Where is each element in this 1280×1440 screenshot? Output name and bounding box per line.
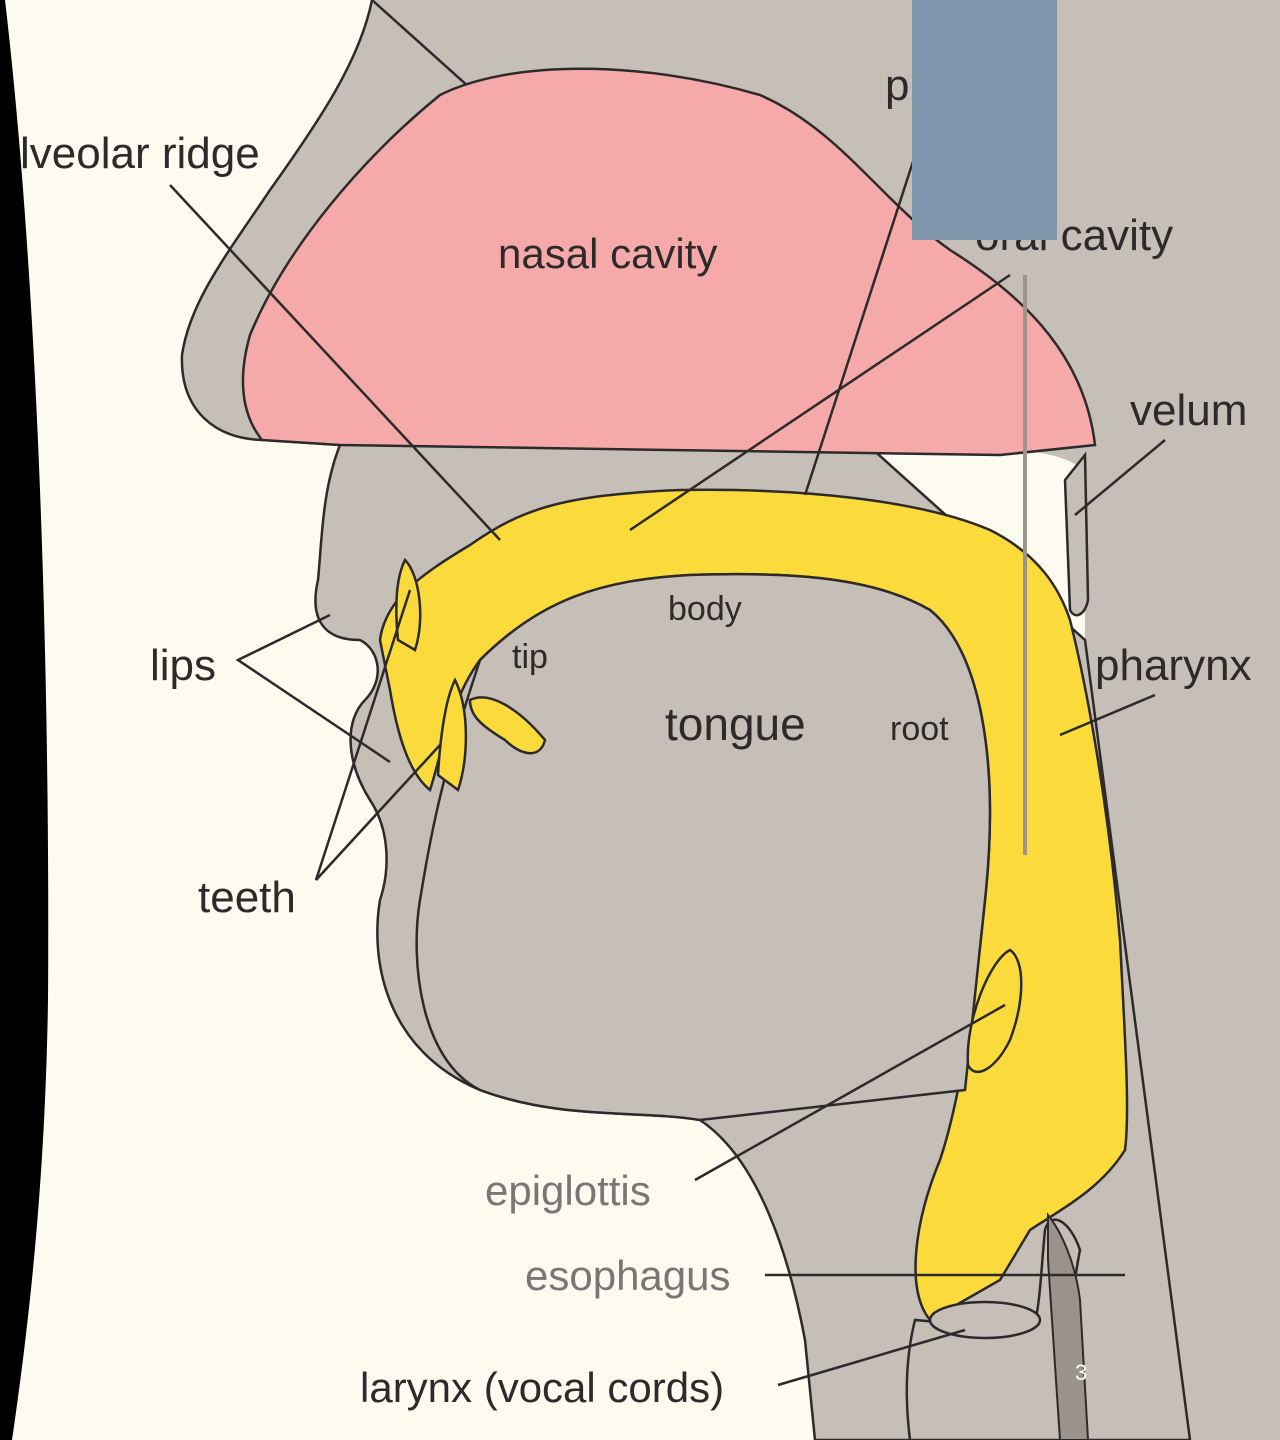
label-body: body <box>668 590 742 628</box>
label-alveolar-ridge: lveolar ridge <box>20 129 260 178</box>
overlay-box <box>912 0 1057 240</box>
velum-flap <box>1065 455 1088 615</box>
slide-number: 3 <box>1075 1360 1087 1386</box>
label-pharynx: pharynx <box>1095 641 1252 690</box>
label-nasal-cavity: nasal cavity <box>498 230 717 277</box>
label-teeth: teeth <box>198 873 296 922</box>
label-tip: tip <box>512 638 548 676</box>
label-palate-partial: p <box>885 61 909 110</box>
vocal-cords <box>930 1302 1040 1338</box>
label-esophagus: esophagus <box>525 1252 731 1299</box>
label-larynx: larynx (vocal cords) <box>360 1364 724 1411</box>
label-velum: velum <box>1130 386 1247 435</box>
label-root: root <box>890 710 949 748</box>
label-tongue: tongue <box>665 698 806 750</box>
label-lips: lips <box>150 641 216 690</box>
label-epiglottis: epiglottis <box>485 1167 651 1214</box>
tongue <box>417 574 990 1120</box>
